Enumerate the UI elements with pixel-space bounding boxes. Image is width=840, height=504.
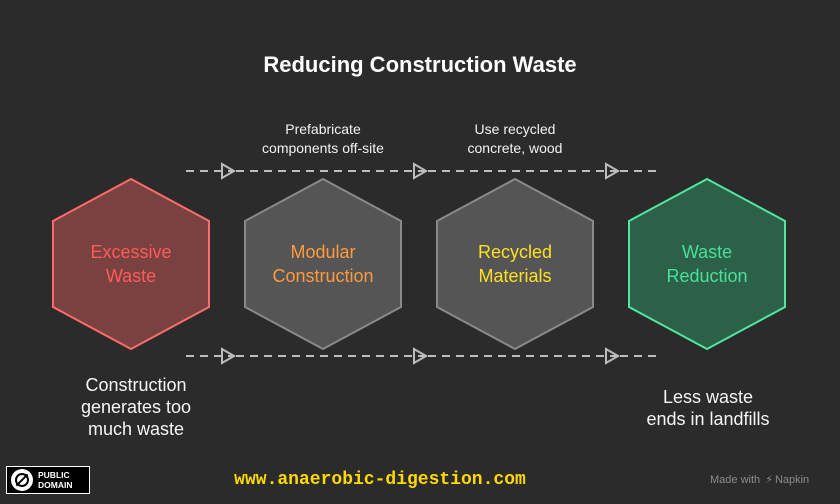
- arrow-head-icon: [221, 162, 236, 180]
- hexagon-waste-reduction: [628, 177, 786, 351]
- label-line: Waste: [105, 266, 157, 286]
- label-recycled-materials: Recycled Materials: [430, 240, 600, 288]
- license-line: DOMAIN: [38, 480, 73, 490]
- made-with-napkin: Made with ⚡Napkin: [710, 473, 809, 486]
- label-line: Excessive: [90, 242, 172, 262]
- made-with-text: Made with: [710, 474, 761, 486]
- hexagon-excessive-waste: [52, 177, 210, 351]
- label-excessive-waste: Excessive Waste: [46, 240, 216, 288]
- annotation-line: Prefabricate: [285, 121, 361, 137]
- diagram-title: Reducing Construction Waste: [263, 52, 577, 77]
- label-waste-reduction: Waste Reduction: [622, 240, 792, 288]
- description-line: much waste: [87, 419, 185, 439]
- description-line: Construction: [85, 375, 187, 395]
- bottom-flow-arrows: [186, 347, 656, 365]
- annotation-line: concrete, wood: [467, 140, 563, 156]
- description-left: Construction generates too much waste: [46, 374, 226, 440]
- annotation-line: components off-site: [262, 140, 384, 156]
- label-line: Recycled: [477, 242, 553, 262]
- label-line: Reduction: [666, 266, 748, 286]
- label-modular-construction: Modular Construction: [238, 240, 408, 288]
- annotation-prefabricate: Prefabricate components off-site: [223, 120, 423, 158]
- license-line: PUBLIC: [38, 470, 70, 480]
- top-flow-arrows: [186, 162, 656, 180]
- hexagon-modular-construction: [244, 177, 402, 351]
- label-line: Waste: [681, 242, 733, 262]
- arrow-head-icon: [221, 347, 236, 365]
- arrow-head-icon: [413, 162, 428, 180]
- hexagon-recycled-materials: [436, 177, 594, 351]
- public-domain-badge: PUBLIC DOMAIN: [6, 466, 90, 494]
- arrow-head-icon: [605, 162, 620, 180]
- website-link[interactable]: www.anaerobic-digestion.com: [234, 470, 526, 490]
- napkin-logo-icon: ⚡: [765, 474, 773, 486]
- public-domain-icon: [11, 469, 33, 491]
- description-line: ends in landfills: [646, 409, 770, 429]
- description-right: Less waste ends in landfills: [618, 386, 798, 430]
- arrow-head-icon: [605, 347, 620, 365]
- license-text: PUBLIC DOMAIN: [38, 470, 72, 490]
- label-line: Modular: [290, 242, 356, 262]
- label-line: Materials: [478, 266, 552, 286]
- arrow-head-icon: [413, 347, 428, 365]
- description-line: Less waste: [662, 387, 754, 407]
- annotation-line: Use recycled: [474, 121, 556, 137]
- label-line: Construction: [272, 266, 374, 286]
- napkin-brand: Napkin: [774, 474, 810, 486]
- annotation-recycled: Use recycled concrete, wood: [415, 120, 615, 158]
- description-line: generates too: [80, 397, 192, 417]
